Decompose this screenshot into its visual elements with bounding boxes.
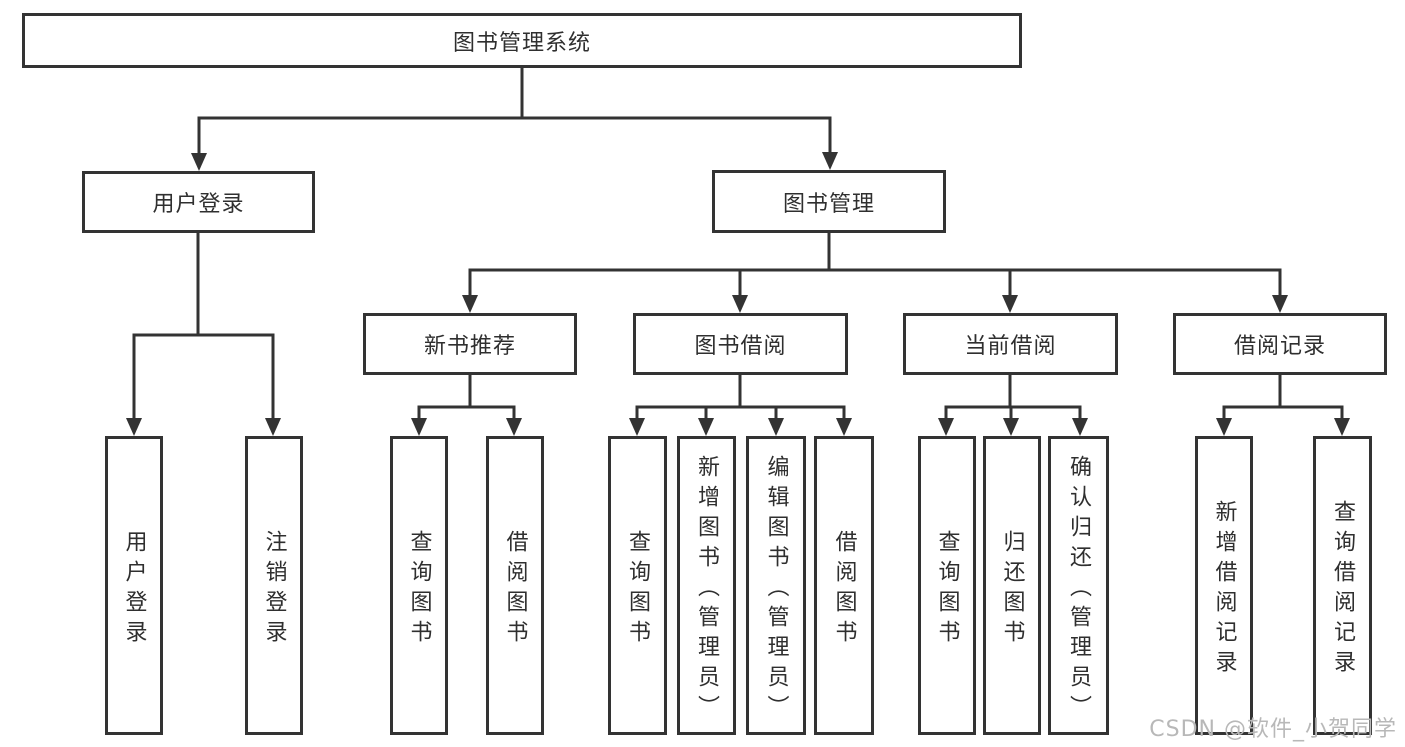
node-root-label: 图书管理系统 xyxy=(452,30,591,56)
node-new-book-recommend: 新书推荐 xyxy=(363,313,577,375)
node-current-borrow-label: 当前借阅 xyxy=(964,334,1057,359)
leaf-br-query-record: 查询借阅记录 xyxy=(1313,436,1372,735)
connector-book-borrow xyxy=(629,374,852,436)
csdn-watermark: CSDN @软件_小贺同学 xyxy=(1149,717,1397,742)
leaf-cb-query-book: 查询图书 xyxy=(918,436,976,735)
leaf-cb-return-book: 归还图书 xyxy=(983,436,1041,735)
leaf-br-query-record-label: 查询借阅记录 xyxy=(1330,499,1356,680)
leaf-bb-borrow-book-label: 借阅图书 xyxy=(831,529,857,650)
node-book-borrow-label: 图书借阅 xyxy=(694,334,787,359)
leaf-bb-borrow-book: 借阅图书 xyxy=(814,436,874,735)
connector-new-book-recommend xyxy=(411,374,522,436)
connector-root xyxy=(191,66,838,171)
node-user-login-label: 用户登录 xyxy=(152,192,245,217)
leaf-logout-label: 注销登录 xyxy=(261,529,287,650)
node-root: 图书管理系统 xyxy=(22,13,1022,68)
leaf-br-add-record: 新增借阅记录 xyxy=(1195,436,1253,735)
connector-borrow-record xyxy=(1216,374,1350,436)
leaf-bb-edit-book: 编辑图书（管理员） xyxy=(746,436,806,735)
node-borrow-record-label: 借阅记录 xyxy=(1233,334,1326,359)
leaf-logout: 注销登录 xyxy=(245,436,303,735)
leaf-user-login-label: 用户登录 xyxy=(121,529,147,650)
leaf-cb-confirm-return-label: 确认归还（管理员） xyxy=(1066,454,1092,725)
leaf-cb-return-book-label: 归还图书 xyxy=(999,529,1025,650)
node-user-login: 用户登录 xyxy=(82,171,315,233)
node-borrow-record: 借阅记录 xyxy=(1173,313,1387,375)
leaf-bb-add-book: 新增图书（管理员） xyxy=(677,436,736,735)
leaf-bb-edit-book-label: 编辑图书（管理员） xyxy=(763,454,789,725)
leaf-bb-query-book: 查询图书 xyxy=(608,436,667,735)
leaf-br-add-record-label: 新增借阅记录 xyxy=(1211,499,1237,680)
node-book-management-label: 图书管理 xyxy=(782,191,875,217)
connector-user-login xyxy=(126,231,281,436)
connector-current-borrow xyxy=(938,374,1088,436)
leaf-cb-confirm-return: 确认归还（管理员） xyxy=(1048,436,1109,735)
node-new-book-recommend-label: 新书推荐 xyxy=(423,334,516,359)
node-book-borrow: 图书借阅 xyxy=(633,313,848,375)
leaf-bb-query-book-label: 查询图书 xyxy=(625,529,651,650)
leaf-cb-query-book-label: 查询图书 xyxy=(934,529,960,650)
leaf-nbr-query-book: 查询图书 xyxy=(390,436,448,735)
leaf-user-login: 用户登录 xyxy=(105,436,163,735)
leaf-nbr-query-book-label: 查询图书 xyxy=(406,529,432,650)
leaf-nbr-borrow-book: 借阅图书 xyxy=(486,436,544,735)
node-book-management: 图书管理 xyxy=(712,170,946,233)
leaf-bb-add-book-label: 新增图书（管理员） xyxy=(694,454,720,725)
leaf-nbr-borrow-book-label: 借阅图书 xyxy=(502,529,528,650)
node-current-borrow: 当前借阅 xyxy=(903,313,1118,375)
connector-book-management xyxy=(462,231,1288,313)
